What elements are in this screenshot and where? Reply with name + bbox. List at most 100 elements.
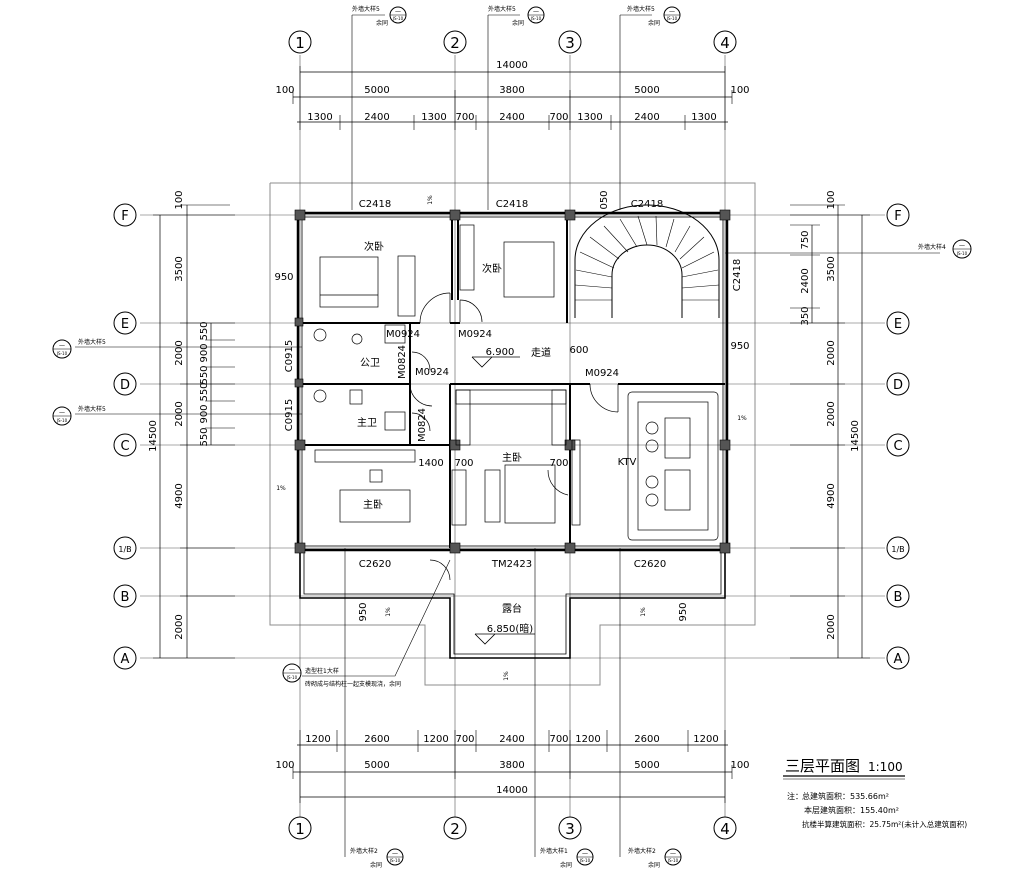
callout-parapet-label: 造型柱1大样	[305, 667, 339, 675]
axis-3-bottom: 3	[565, 820, 575, 838]
top-detail-dim-4: 700	[455, 112, 474, 123]
room-master-bedroom-1: 主卧	[363, 498, 383, 511]
axis-1B-left: 1/B	[118, 545, 131, 554]
callout-right-label: 外墙大样4	[918, 243, 946, 251]
callout-parapet-note: 砖砌成与结构柱一起支模现浇，余同	[305, 680, 401, 688]
interior-dim-4: 950	[358, 602, 369, 621]
axis-E-left: E	[121, 317, 129, 332]
left-detail-dim-3: 550	[199, 365, 210, 384]
interior-dim-8: 700	[549, 458, 568, 469]
callout-bottom-1: 外墙大样2 — JS-10 余同	[350, 847, 404, 869]
room-secondary-bedroom-2: 次卧	[482, 262, 502, 275]
bottom-detail-dim-8: 2600	[634, 734, 659, 745]
axis-4-bottom: 4	[720, 820, 730, 838]
notes-total-area: 总建筑面积：535.66m²	[802, 791, 889, 801]
axis-4-top: 4	[720, 34, 730, 52]
callout-bottom-2-same: 余同	[560, 861, 572, 869]
callout-bottom-1-top: —	[392, 850, 398, 857]
axis-B-left: B	[121, 590, 130, 605]
door-swings	[409, 292, 619, 581]
left-detail-dim-6: 550	[199, 427, 210, 446]
right-main-dim-4: 4900	[826, 483, 837, 508]
callout-top-1-sheet: JS-10	[392, 16, 404, 21]
notes-label: 注：	[787, 791, 803, 801]
callout-bottom-3: 外墙大样2 — JS-10 余同	[628, 847, 682, 869]
outer-outline	[269, 182, 756, 686]
spiral-stair	[574, 204, 720, 318]
interior-dim-6: 1400	[418, 458, 443, 469]
callout-bottom-3-same: 余同	[648, 861, 660, 869]
room-ktv: KTV	[618, 457, 637, 468]
top-total-dim: 14000	[496, 60, 528, 71]
callout-bottom-2-sheet: JS-10	[579, 858, 591, 863]
window-label-side: C2418	[732, 259, 743, 291]
top-detail-dim-6: 700	[549, 112, 568, 123]
furniture	[313, 224, 719, 541]
bottom-detail-dim-9: 1200	[693, 734, 718, 745]
axis-F-left: F	[121, 209, 128, 224]
top-end-dim-right: 100	[730, 85, 749, 96]
left-detail-dim-4: 550	[199, 382, 210, 401]
callout-top-1-same: 余同	[376, 19, 388, 27]
axis-bubbles-top: 1 2 3 4	[288, 30, 737, 54]
axis-2-top: 2	[450, 34, 460, 52]
axis-B-right: B	[894, 590, 903, 605]
left-dimensions: 14500 100 3500 2000 2000 4900 2000 550 9…	[148, 190, 235, 659]
columns	[294, 209, 731, 554]
window-label-top-1: C2418	[359, 199, 391, 210]
right-top-dim: 100	[826, 190, 837, 209]
bottom-detail-dim-1: 1200	[305, 734, 330, 745]
walls	[296, 211, 729, 659]
callout-top-2-label: 外墙大样5	[488, 5, 516, 13]
notes-floor-area: 本层建筑面积：155.40m²	[804, 805, 899, 815]
window-label-bottom-2: C2620	[634, 559, 666, 570]
axis-D-left: D	[120, 378, 130, 393]
bottom-main-dim-3: 5000	[634, 760, 659, 771]
door-label-6: M0824	[417, 408, 428, 442]
bottom-detail-dim-7: 1200	[575, 734, 600, 745]
callout-bottom-2-top: —	[582, 850, 588, 857]
right-total-dim: 14500	[850, 420, 861, 452]
left-main-dim-1: 3500	[174, 256, 185, 281]
left-detail-dim-2: 900	[199, 343, 210, 362]
axis-1B-right: 1/B	[891, 545, 904, 554]
callout-left-1-label: 外墙大样5	[78, 338, 106, 346]
right-detail-dim-3: 350	[800, 306, 811, 325]
slope-mark-1: 1%	[427, 195, 434, 205]
axis-F-right: F	[894, 209, 901, 224]
callout-left-2: — JS-10 外墙大样5	[52, 405, 106, 426]
bottom-total-dim: 14000	[496, 785, 528, 796]
slope-mark-2: 1%	[737, 415, 747, 422]
callout-left-1-sheet: JS-10	[56, 351, 68, 356]
bottom-main-dim-1: 5000	[364, 760, 389, 771]
callout-top-3-top: —	[669, 8, 675, 15]
axis-D-right: D	[893, 378, 903, 393]
bottom-main-dim-2: 3800	[499, 760, 524, 771]
elevation-marks: 6.900 6.850(暗)	[471, 347, 535, 645]
slope-marks: 1% 1% 1% 1% 1% 1%	[276, 195, 747, 681]
elevation-corridor: 6.900	[486, 347, 515, 358]
callout-top-1: 外墙大样5 — JS-10 余同	[352, 5, 407, 27]
right-main-dim-2: 2000	[826, 340, 837, 365]
top-detail-dim-8: 2400	[634, 112, 659, 123]
callout-right: 外墙大样4 — JS-10	[918, 239, 972, 259]
opening-labels: C2418 C2418 C2418 C2418 C0915 C0915 C262…	[284, 199, 743, 570]
axis-C-right: C	[893, 439, 902, 454]
callout-parapet-top: —	[289, 666, 295, 673]
axis-1-top: 1	[295, 34, 305, 52]
callout-top-2-same: 余同	[512, 19, 524, 27]
axis-3-top: 3	[565, 34, 575, 52]
interior-dims: 950 950 600 950 950 1400 700 700 050	[274, 190, 749, 621]
interior-dim-1: 950	[274, 272, 293, 283]
notes-half-area: 抗楼半算建筑面积：25.75m²(未计入总建筑面积)	[802, 819, 967, 829]
top-dimensions: 14000 100 100 5000 3800 5000 1300 2400 1…	[275, 60, 750, 130]
callout-left-2-label: 外墙大样5	[78, 405, 106, 413]
right-main-dim-5: 2000	[826, 614, 837, 639]
callout-bottom-3-label: 外墙大样2	[628, 847, 656, 855]
window-label-left-1: C0915	[284, 340, 295, 372]
interior-dim-3: 600	[569, 345, 588, 356]
axis-A-right: A	[894, 652, 903, 667]
bottom-detail-dim-2: 2600	[364, 734, 389, 745]
bottom-end-dim-right: 100	[730, 760, 749, 771]
callout-top-1-label: 外墙大样5	[352, 5, 380, 13]
